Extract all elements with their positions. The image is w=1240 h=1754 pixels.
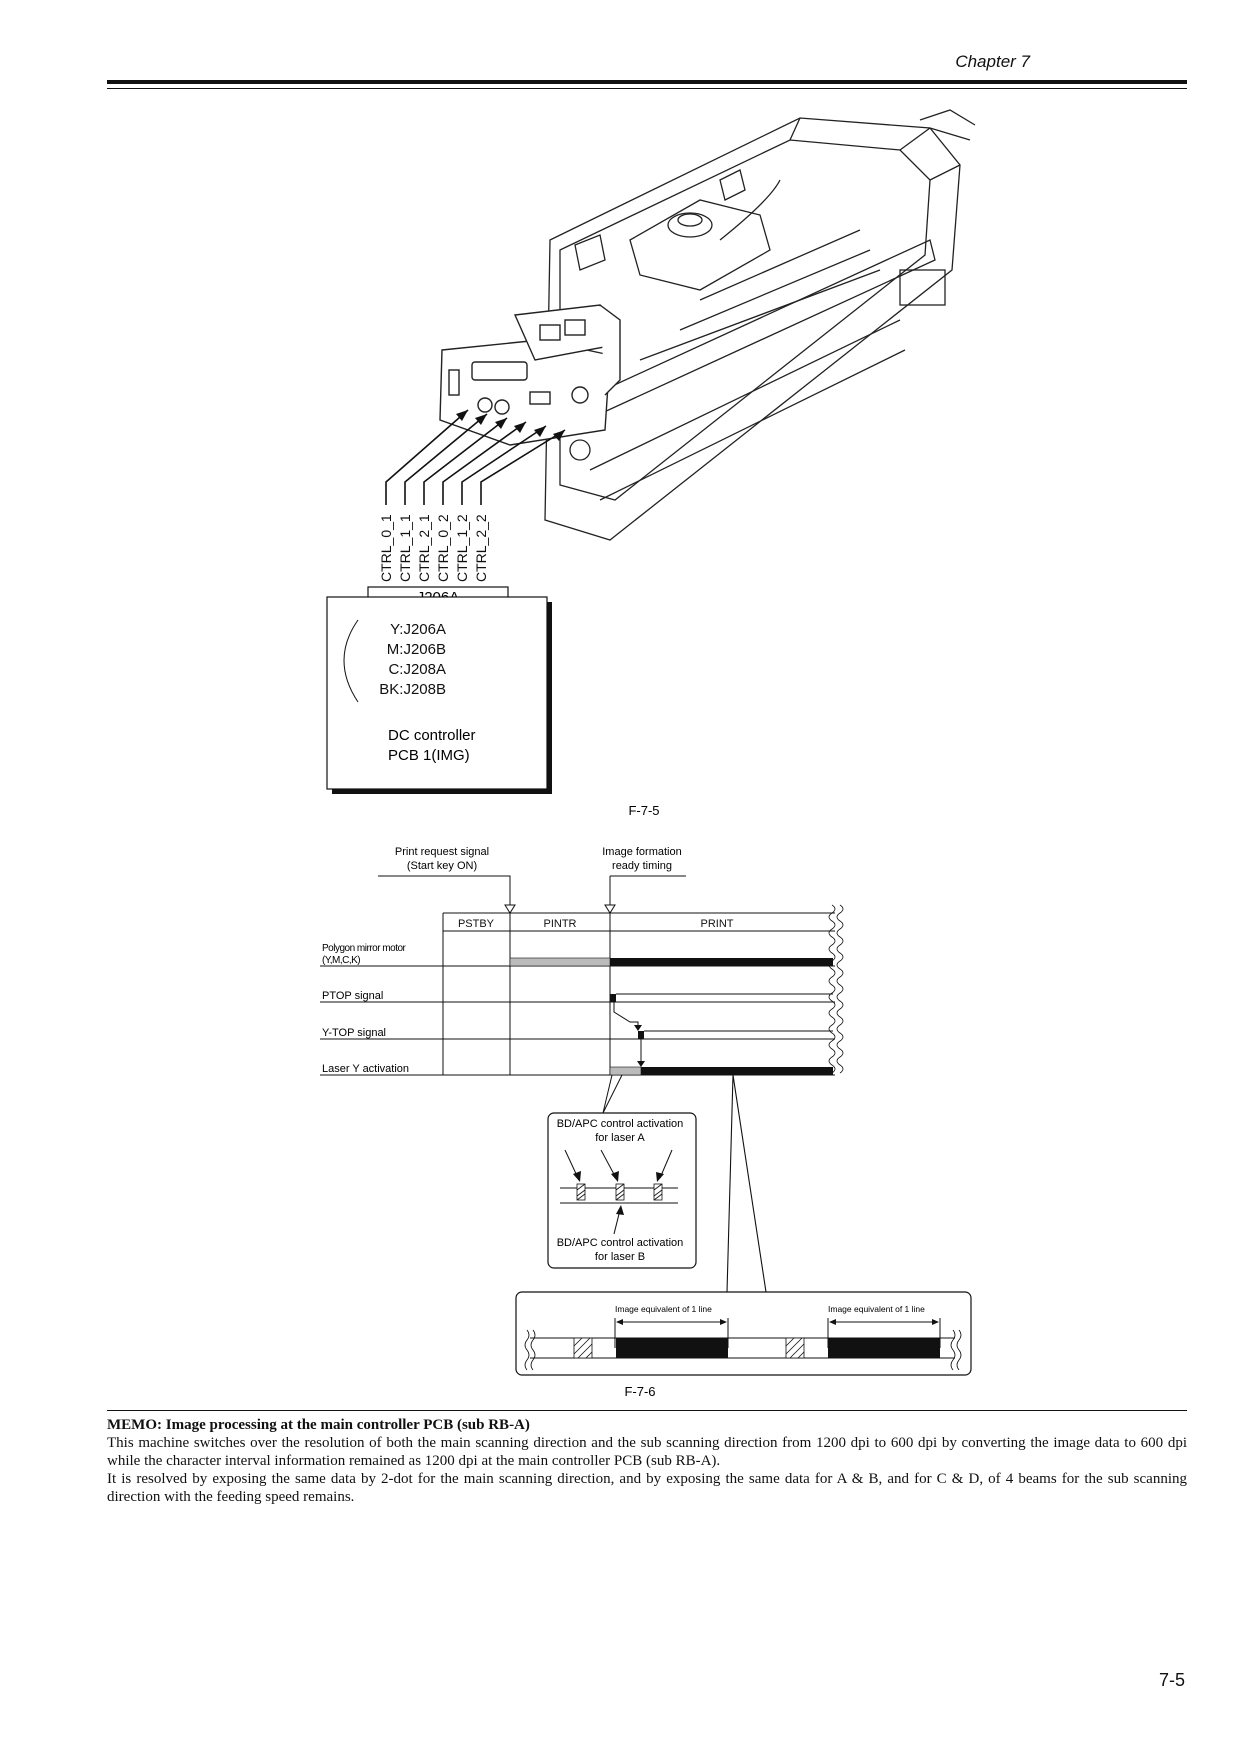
bd-apc-laser-a-label-line1: BD/APC control activation: [557, 1118, 684, 1130]
connector-list-bracket: [343, 619, 359, 703]
row-label-polygon-mirror-motor: Polygon mirror motor: [322, 943, 407, 954]
ptop-pulse: [610, 994, 616, 1002]
signal-label-ctrl-1-2: CTRL_1_2: [454, 514, 470, 582]
signal-label-ctrl-2-2: CTRL_2_2: [473, 514, 489, 582]
image-formation-label-line2: ready timing: [612, 860, 672, 872]
header-rule-thick: [107, 80, 1187, 84]
bd-apc-laser-b-label-line2: for laser B: [595, 1251, 645, 1263]
row-label-y-top-signal: Y-TOP signal: [322, 1027, 386, 1039]
print-request-marker: [504, 904, 516, 914]
image-formation-label-line1: Image formation: [602, 846, 681, 858]
image-line-label-1: Image equivalent of 1 line: [615, 1304, 712, 1314]
ytop-pulse: [638, 1031, 644, 1039]
signal-label-ctrl-1-1: CTRL_1_1: [397, 514, 413, 582]
bd-apc-callout-pointer: [602, 1074, 623, 1114]
bd-apc-laser-b-label-line1: BD/APC control activation: [557, 1237, 684, 1249]
image-formation-marker: [604, 904, 616, 914]
print-request-label-line1: Print request signal: [395, 846, 489, 858]
image-line-callout-pointer: [726, 1074, 767, 1293]
memo-rule: [107, 1410, 1187, 1411]
pcb-module-illustration: [439, 304, 621, 446]
connector-list-bk: BK:J208B: [379, 681, 446, 698]
laser-on-waveform: [641, 1067, 833, 1075]
image-line-hatched-apc: [573, 1337, 805, 1359]
phase-label-print: PRINT: [701, 918, 734, 930]
figure-caption-f-7-6: F-7-6: [624, 1384, 655, 1399]
signal-label-ctrl-0-2: CTRL_0_2: [435, 514, 451, 582]
memo-title: MEMO: Image processing at the main contr…: [107, 1417, 530, 1433]
laser-apc-waveform: [609, 1066, 642, 1076]
signal-label-ctrl-2-1: CTRL_2_1: [416, 514, 432, 582]
row-label-ptop-signal: PTOP signal: [322, 990, 383, 1002]
memo-paragraph-2: It is resolved by exposing the same data…: [107, 1471, 1187, 1505]
dc-controller-label: DC controller: [388, 727, 476, 744]
signal-arrows: [385, 409, 566, 505]
image-line-break-right: [950, 1329, 962, 1371]
header-rule-thin: [107, 88, 1187, 89]
row-label-laser-y-activation: Laser Y activation: [322, 1063, 409, 1075]
image-line-label-2: Image equivalent of 1 line: [828, 1304, 925, 1314]
figure-f-7-5: CTRL_0_1 CTRL_1_1 CTRL_2_1 CTRL_0_2 CTRL…: [326, 109, 976, 818]
figure-caption-f-7-5: F-7-5: [628, 803, 659, 818]
figure-f-7-6: Print request signal (Start key ON) Imag…: [320, 846, 972, 1399]
dc-controller-pcb-label: PCB 1(IMG): [388, 747, 470, 764]
connector-list-c: C:J208A: [388, 661, 446, 678]
bd-apc-hatched-pulses: [576, 1183, 663, 1201]
polygon-motor-startup-waveform: [509, 957, 611, 967]
image-line-block-2: [828, 1338, 940, 1358]
signal-label-ctrl-0-1: CTRL_0_1: [378, 514, 394, 582]
polygon-motor-on-waveform: [610, 958, 833, 966]
timing-break-mark: [828, 904, 844, 1074]
print-request-label-line2: (Start key ON): [407, 860, 477, 872]
signal-arrowheads: [456, 410, 565, 441]
page-number: 7-5: [1158, 1670, 1185, 1690]
connector-list-m: M:J206B: [387, 641, 446, 658]
memo-section: MEMO: Image processing at the main contr…: [107, 1416, 1187, 1506]
memo-paragraph-1: This machine switches over the resolutio…: [107, 1435, 1187, 1469]
row-label-polygon-sub: (Y,M,C,K): [322, 955, 360, 966]
phase-label-pstby: PSTBY: [458, 918, 495, 930]
ptop-to-ytop-arrow-line: [613, 1002, 639, 1026]
chapter-heading: Chapter 7: [955, 52, 1030, 71]
bd-apc-laser-a-label-line2: for laser A: [595, 1132, 645, 1144]
image-line-break-left: [524, 1329, 536, 1371]
phase-label-pintr: PINTR: [544, 918, 577, 930]
connector-list-y: Y:J206A: [390, 621, 446, 638]
ptop-to-ytop-arrowhead: [634, 1025, 642, 1031]
image-line-block-1: [616, 1338, 728, 1358]
ytop-to-laser-arrowhead: [637, 1061, 645, 1067]
dc-controller-box: [326, 596, 548, 790]
